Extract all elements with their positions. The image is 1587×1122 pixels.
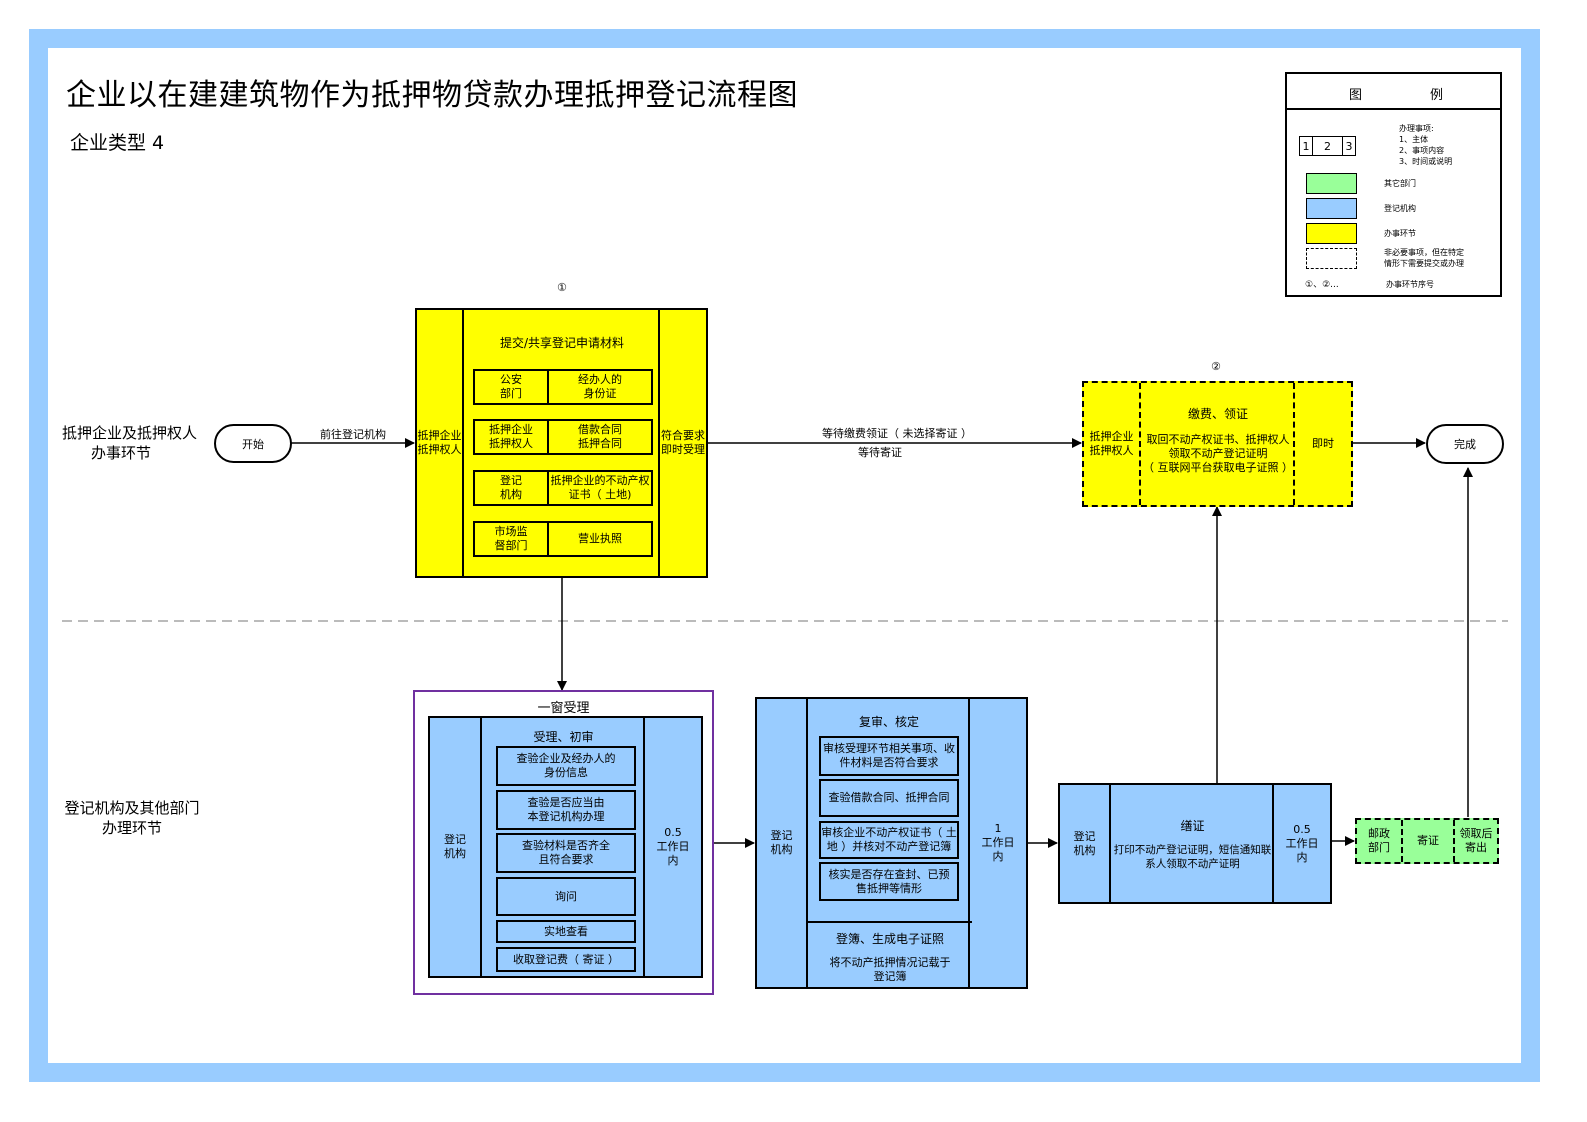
- step1-row: 公安部门 经办人的身份证: [473, 369, 653, 405]
- step1-heading: 提交/共享登记申请材料: [499, 336, 625, 350]
- legend-swatch-yellow: [1306, 223, 1357, 244]
- review-item: 核实是否存在查封、已预售抵押等情形: [819, 862, 959, 901]
- window-title: 一窗受理: [537, 701, 590, 716]
- legend-label-yellow: 办事环节: [1384, 229, 1416, 238]
- start-node[interactable]: 开始: [214, 424, 292, 463]
- certify-subject: 登记机构: [1060, 785, 1111, 902]
- legend-box-cell: 2: [1324, 139, 1331, 153]
- step2-box[interactable]: 抵押企业抵押权人 即时 缴费、领证 取回不动产权证书、抵押权人 领取不动产登记证…: [1082, 381, 1353, 507]
- certify-heading: 缮证: [1180, 819, 1205, 833]
- legend-box-cell: 3: [1342, 137, 1355, 155]
- step2-number: ②: [1211, 360, 1221, 373]
- window-heading: 受理、初审: [533, 730, 594, 744]
- legend-swatch-blue: [1306, 198, 1357, 219]
- legend-swatch-dashed: [1306, 248, 1357, 269]
- page-title: 企业以在建建筑物作为抵押物贷款办理抵押登记流程图: [66, 78, 798, 113]
- step1-row: 抵押企业抵押权人 借款合同抵押合同: [473, 419, 653, 455]
- legend-item-box-sample: 1 2 3: [1299, 136, 1356, 156]
- window-item: 查验是否应当由本登记机构办理: [496, 790, 636, 830]
- review-item: 审核企业不动产权证书（ 土地 ）并核对不动产登记簿: [819, 821, 959, 859]
- legend-box-cell: 1: [1300, 137, 1313, 155]
- review-divider: [808, 921, 972, 923]
- mail-note: 领取后寄出: [1459, 827, 1493, 854]
- review-item: 审核受理环节相关事项、收件材料是否符合要求: [819, 736, 959, 776]
- legend-item-box-desc: 办理事项: 1、主体 2、事项内容 3、时间或说明: [1399, 124, 1453, 166]
- step1-number: ①: [557, 281, 567, 294]
- window-item: 实地查看: [496, 920, 636, 943]
- step1-row: 登记机构 抵押企业的不动产权证书（ 土地): [473, 470, 653, 506]
- lane-top-line1: 抵押企业及抵押权人: [62, 424, 198, 442]
- window-item: 询问: [496, 877, 636, 916]
- window-acceptance-group: 一窗受理: [413, 690, 714, 995]
- edge-label-await-mail: 等待寄证: [858, 446, 902, 459]
- window-item: 收取登记费（ 寄证 ）: [496, 947, 636, 972]
- enterprise-type: 企业类型 4: [70, 132, 165, 154]
- legend-label-blue: 登记机构: [1384, 204, 1416, 213]
- lane-label-top: 抵押企业及抵押权人 办事环节: [62, 423, 198, 463]
- legend-label-dashed: 非必要事项，但在特定 情形下需要提交或办理: [1384, 248, 1464, 268]
- review-sub-text: 将不动产抵押情况记载于 登记簿: [829, 956, 951, 983]
- step1-row: 市场监督部门 营业执照: [473, 521, 653, 557]
- mail-box[interactable]: 邮政部门 寄证 领取后寄出: [1355, 818, 1499, 864]
- lane-bottom-line1: 登记机构及其他部门: [64, 799, 200, 817]
- legend-label-sequence: 办事环节序号: [1386, 280, 1434, 289]
- mail-subject: 邮政部门: [1357, 820, 1403, 862]
- review-heading: 复审、核定: [858, 715, 919, 729]
- window-item: 查验企业及经办人的身份信息: [496, 746, 636, 786]
- step2-heading: 缴费、领证: [1187, 407, 1248, 421]
- mail-action: 寄证: [1403, 820, 1455, 862]
- legend-header: 图 例: [1287, 74, 1500, 110]
- lane-bottom-line2: 办理环节: [101, 819, 162, 837]
- lane-label-bottom: 登记机构及其他部门 办理环节: [62, 798, 202, 838]
- step1-box[interactable]: 抵押企业抵押权人 符合要求即时受理 提交/共享登记申请材料 公安部门 经办人的身…: [415, 308, 708, 578]
- step1-note: 符合要求即时受理: [658, 310, 706, 576]
- legend-sequence-sample: ①、②...: [1305, 280, 1339, 290]
- step2-subject: 抵押企业抵押权人: [1084, 383, 1141, 505]
- end-node[interactable]: 完成: [1426, 424, 1504, 464]
- step2-details: 取回不动产权证书、抵押权人 领取不动产登记证明 （ 互联网平台获取电子证照 ）: [1143, 433, 1293, 474]
- lane-top-line2: 办事环节: [90, 444, 151, 462]
- start-edge-label: 前往登记机构: [320, 428, 386, 441]
- window-item: 查验材料是否齐全且符合要求: [496, 833, 636, 873]
- step2-note: 即时: [1293, 383, 1351, 505]
- edge-label-await-pickup: 等待缴费领证（ 未选择寄证 ）: [822, 427, 972, 440]
- review-subject: 登记机构: [757, 699, 808, 987]
- certify-text: 打印不动产登记证明，短信通知联 系人领取不动产证明: [1113, 844, 1272, 870]
- legend-swatch-green: [1306, 173, 1357, 194]
- review-sub-heading: 登簿、生成电子证照: [835, 932, 944, 946]
- step1-subject: 抵押企业抵押权人: [417, 310, 464, 576]
- legend-title-left: 图: [1349, 88, 1363, 103]
- window-subject: 登记机构: [430, 718, 482, 976]
- legend-label-green: 其它部门: [1384, 179, 1416, 188]
- legend-title-right: 例: [1430, 88, 1444, 103]
- review-item: 查验借款合同、抵押合同: [819, 779, 959, 817]
- legend: 图 例 1 2 3 办理事项: 1、主体 2、事项内容 3、时间或说明 其它部门…: [1285, 72, 1502, 297]
